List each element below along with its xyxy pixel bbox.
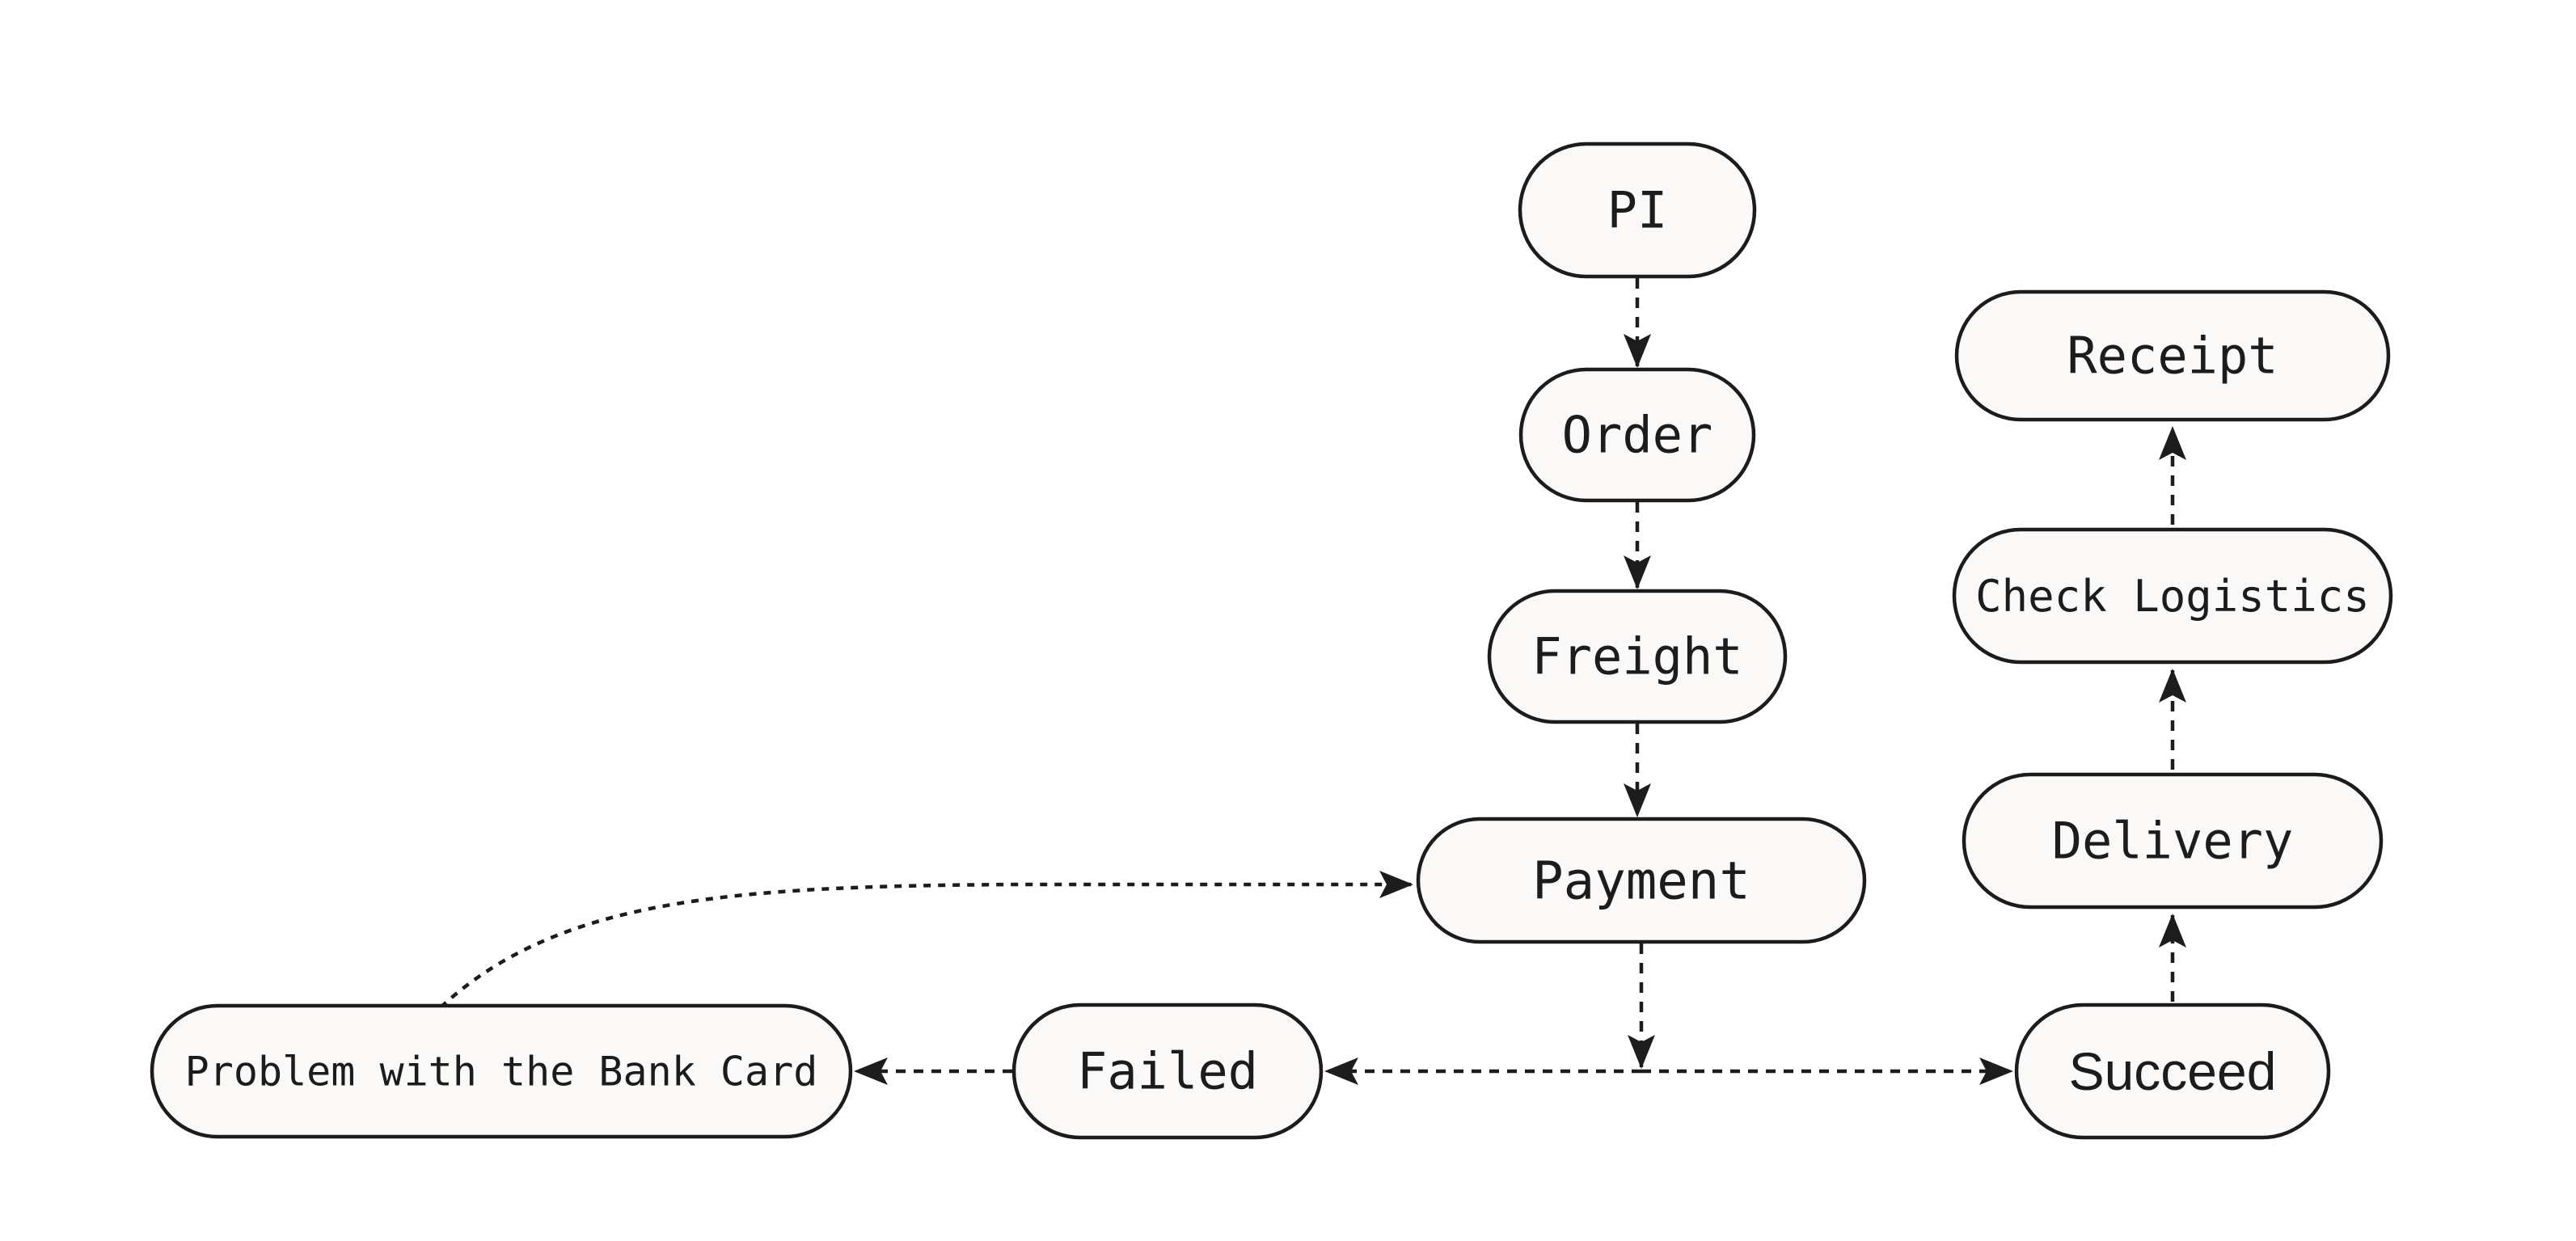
node-problem-shape [150, 1003, 853, 1139]
node-pi-label: PI [1607, 181, 1668, 240]
node-problem: Problem with the Bank Card [150, 1003, 853, 1139]
node-delivery-label: Delivery [2052, 812, 2294, 871]
node-check_logistics: Check Logistics [1952, 527, 2393, 665]
node-order-label: Order [1562, 406, 1713, 465]
node-problem-label: Problem with the Bank Card [185, 1049, 818, 1095]
node-payment-label: Payment [1532, 851, 1750, 911]
node-receipt-label: Receipt [2067, 327, 2278, 386]
node-pi-shape [1518, 141, 1757, 279]
node-pi: PI [1518, 141, 1757, 279]
node-failed: Failed [1011, 1003, 1324, 1140]
node-succeed: Succeed [2014, 1003, 2331, 1140]
node-succeed-label: Succeed [2069, 1041, 2277, 1101]
node-failed-shape [1011, 1003, 1324, 1140]
node-order-shape [1518, 367, 1756, 503]
node-delivery: Delivery [1962, 772, 2384, 910]
node-freight-shape [1487, 589, 1788, 724]
node-freight: Freight [1487, 589, 1788, 724]
node-delivery-shape [1962, 772, 2384, 910]
node-order: Order [1518, 367, 1756, 503]
node-check_logistics-shape [1952, 527, 2393, 665]
node-receipt-shape [1954, 289, 2391, 422]
node-payment-shape [1416, 817, 1867, 944]
node-succeed-shape [2014, 1003, 2331, 1140]
node-payment: Payment [1416, 817, 1867, 944]
edge-problem-payment [439, 871, 1413, 1009]
node-freight-label: Freight [1531, 627, 1742, 686]
edges-layer [439, 278, 2186, 1085]
node-receipt: Receipt [1954, 289, 2391, 422]
node-check_logistics-label: Check Logistics [1975, 571, 2370, 622]
node-failed-label: Failed [1077, 1042, 1258, 1101]
